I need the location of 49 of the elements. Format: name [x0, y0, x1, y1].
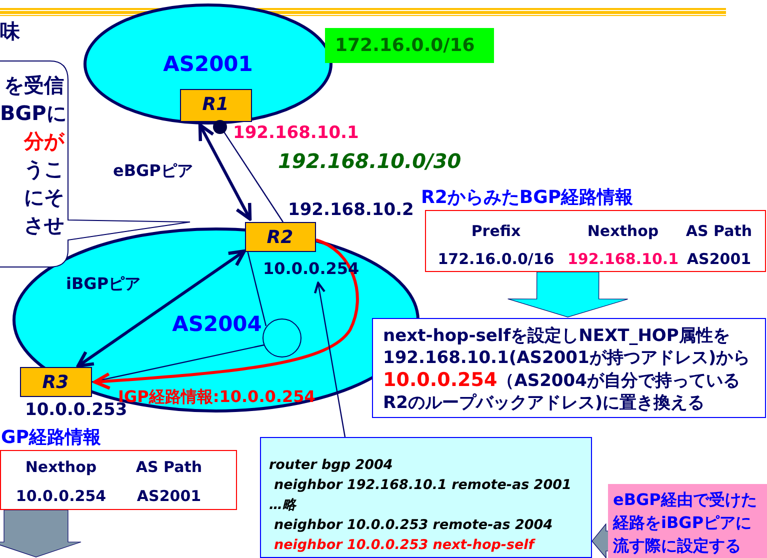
prefix-box	[325, 28, 494, 63]
peer-arrow	[198, 123, 252, 221]
column-header: AS Path	[134, 459, 204, 476]
callout-text: BGPに	[0, 100, 64, 126]
link-line	[247, 252, 267, 326]
pointer-arrow	[314, 282, 346, 438]
prefix-label: 172.16.0.0/16	[335, 36, 475, 56]
router-name: R1	[201, 95, 230, 115]
subnet-label: 192.168.10.0/30	[278, 150, 462, 172]
table-cell-text: AS2001	[136, 488, 202, 504]
loopback-circle	[262, 318, 302, 358]
column-header: AS Path	[684, 223, 754, 240]
as-label: AS2001	[162, 53, 254, 76]
address-label: 192.168.10.2	[288, 201, 414, 220]
route-arrow	[93, 238, 359, 390]
note-text: next-hop-selfを設定しNEXT_HOP属性を192.168.10.1(AS2001が持つアドレス)から 10.0.0.254（AS2004が自分で持っているR2のループバックアドレス)に置き換える	[383, 325, 752, 414]
block-arrow	[0, 510, 82, 558]
table-cell-text: 10.0.0.254	[14, 488, 108, 504]
table-cell-text: 172.16.0.0/16	[436, 251, 556, 268]
address-label: 192.168.10.1	[233, 124, 359, 143]
table-cell-text: 192.168.10.1	[566, 251, 680, 268]
config-box	[260, 437, 592, 558]
config-line: neighbor 10.0.0.253 next-hop-self	[274, 538, 534, 553]
router-name: R2	[266, 228, 294, 248]
note-box	[372, 318, 766, 418]
edge-label: eBGPピア	[113, 162, 193, 180]
callout-text: にそ	[23, 184, 64, 210]
config-line: neighbor 192.168.10.1 remote-as 2001	[274, 478, 572, 493]
title-text: 味	[0, 20, 20, 42]
block-arrow	[508, 272, 628, 318]
peer-arrow	[76, 249, 246, 368]
callout-text: を受信	[3, 72, 64, 98]
config-line: …略	[269, 498, 296, 513]
config-line: router bgp 2004	[269, 458, 393, 473]
column-header: Prefix	[470, 223, 522, 240]
table-title: R2からみたBGP経路情報	[421, 188, 634, 208]
as-label: AS2004	[171, 313, 263, 336]
callout-text: させ	[23, 212, 64, 238]
edge-label: iBGPピア	[66, 275, 141, 293]
column-header: Nexthop	[24, 459, 98, 476]
column-header: Nexthop	[586, 223, 660, 240]
table-title: GP経路情報	[1, 428, 101, 448]
router-name: R3	[41, 373, 70, 393]
note-box	[608, 484, 767, 558]
callout-text: うこ	[23, 156, 64, 182]
callout-text: 分が	[22, 128, 64, 154]
config-line: neighbor 10.0.0.253 remote-as 2004	[274, 518, 553, 533]
note-text: eBGP経由で受けた経路をiBGPピアに流す際に設定する	[613, 489, 758, 557]
link-line	[92, 344, 264, 383]
